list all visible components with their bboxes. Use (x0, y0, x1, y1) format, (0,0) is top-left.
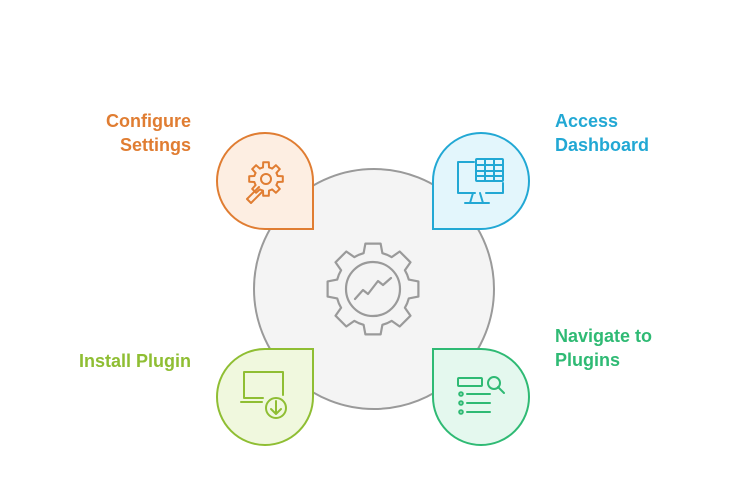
access-dashboard-label: Access Dashboard (555, 109, 649, 157)
configure-settings-node (216, 132, 314, 230)
gear-chart-icon (326, 242, 420, 336)
access-dashboard-node (432, 132, 530, 230)
navigate-label-line2: Plugins (555, 350, 621, 370)
install-teardrop (216, 348, 314, 446)
access-label-line1: Access (555, 111, 619, 131)
navigate-teardrop (432, 348, 530, 446)
install-plugin-label: Install Plugin (79, 349, 191, 373)
list-search-icon (457, 376, 505, 415)
navigate-plugins-node (432, 348, 530, 446)
monitor-table-icon (457, 158, 504, 204)
configure-label-line1: Configure (106, 111, 191, 131)
configure-settings-label: Configure Settings (106, 109, 191, 157)
install-plugin-node (216, 348, 314, 446)
install-label-text: Install Plugin (78, 351, 191, 371)
download-window-icon (240, 371, 287, 419)
configure-teardrop (216, 132, 314, 230)
access-label-line2: Dashboard (555, 135, 650, 155)
wrench-gear-icon (246, 161, 284, 204)
navigate-label-line1: Navigate to (555, 326, 653, 346)
navigate-plugins-label: Navigate to Plugins (555, 324, 652, 372)
configure-label-line2: Settings (119, 135, 191, 155)
